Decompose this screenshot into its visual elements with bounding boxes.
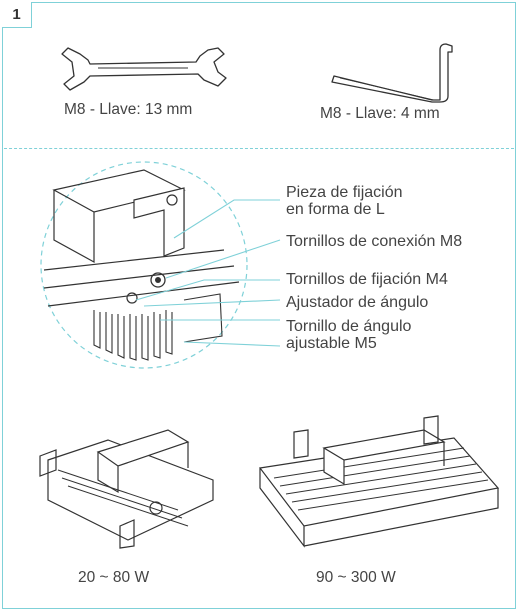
section-divider — [4, 148, 514, 149]
callout-m5-angle-screw: Tornillo de ángulo ajustable M5 — [286, 318, 412, 352]
mounting-bracket-detail-illustration — [40, 161, 281, 369]
large-fixture-caption: 90 ~ 300 W — [316, 569, 396, 586]
hex-key-icon — [331, 43, 453, 103]
callout-m8-connection-screws: Tornillos de conexión M8 — [286, 233, 463, 250]
callout-l-bracket: Pieza de fijación en forma de L — [286, 184, 403, 218]
open-end-wrench-icon — [61, 47, 227, 91]
step-number-badge: 1 — [2, 2, 32, 28]
wrench-caption: M8 - Llave: 13 mm — [64, 101, 193, 118]
callout-angle-adjuster: Ajustador de ángulo — [286, 294, 429, 311]
hex-key-caption: M8 - Llave: 4 mm — [320, 105, 440, 122]
small-fixture-caption: 20 ~ 80 W — [78, 569, 150, 586]
small-fixture-illustration — [39, 429, 214, 549]
large-fixture-illustration — [258, 415, 500, 548]
callout-m4-fixing-screws: Tornillos de fijación M4 — [286, 271, 448, 288]
